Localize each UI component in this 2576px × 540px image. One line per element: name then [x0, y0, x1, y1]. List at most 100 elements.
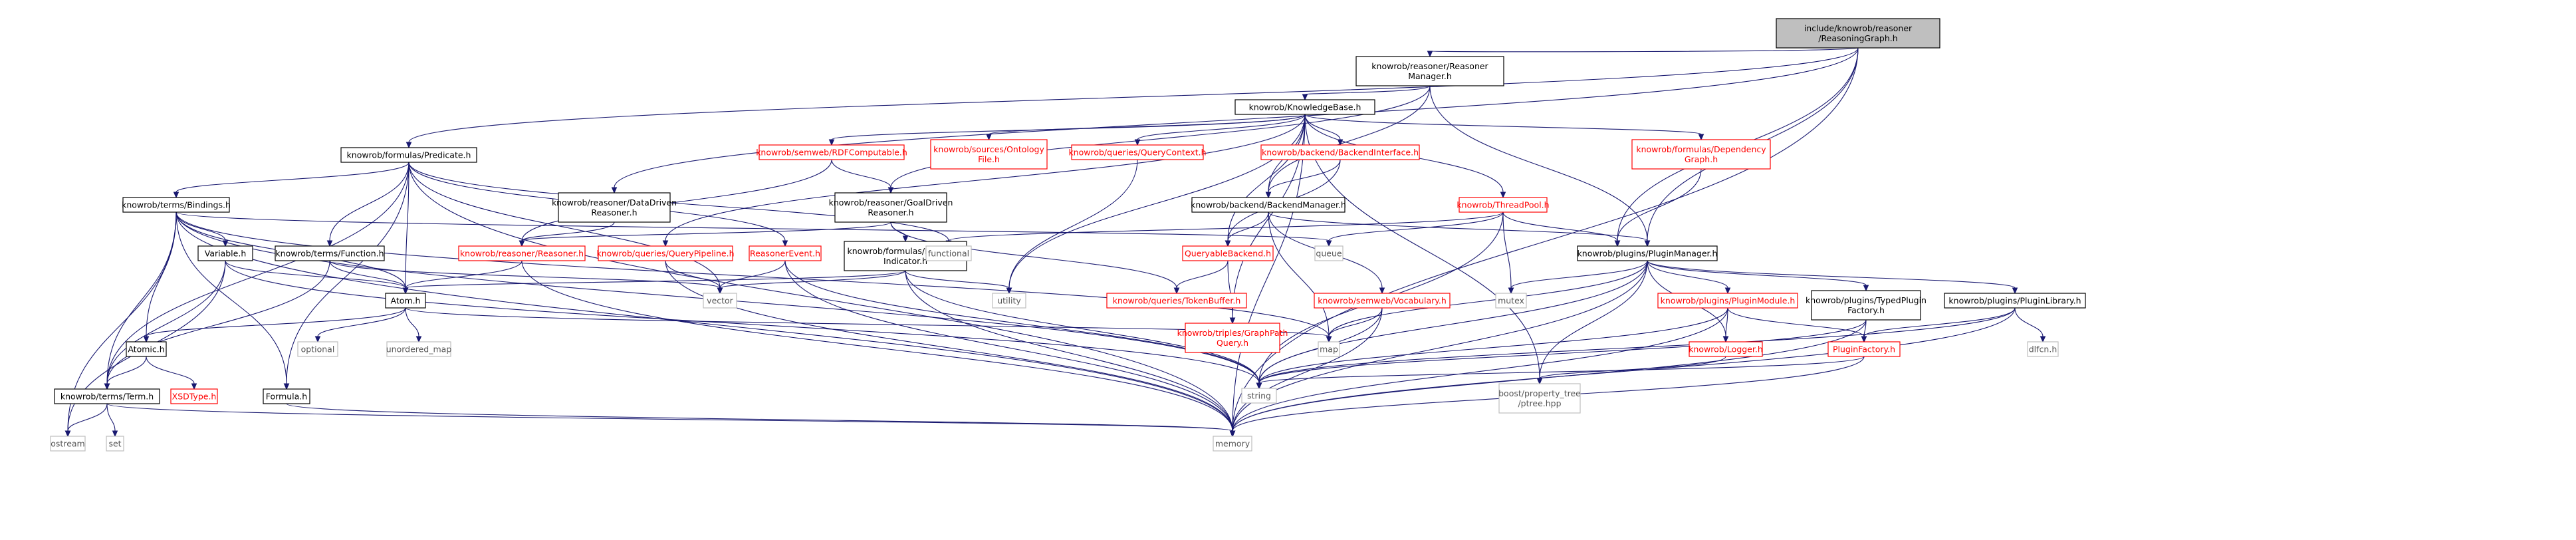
edge-bm-to-pm: [1268, 211, 1651, 247]
node-atomic[interactable]: Atomic.h: [126, 341, 167, 357]
edge-root-to-rm: [1427, 47, 1859, 58]
node-formula[interactable]: Formula.h: [263, 388, 310, 404]
node-label: knowrob/plugins/PluginManager.h: [1578, 249, 1718, 259]
edge-tp-to-functional: [945, 211, 1504, 247]
node-label: knowrob/reasoner/Reasoner.h: [460, 249, 584, 259]
node-box: [930, 139, 1048, 170]
node-qb[interactable]: QueryableBackend.h: [1182, 245, 1274, 261]
node-label: knowrob/semweb/Vocabulary.h: [1318, 296, 1447, 306]
edge-rev-to-memory: [784, 260, 1236, 438]
node-label: Reasoner.h: [868, 207, 913, 217]
edge-func-to-vector: [329, 260, 723, 295]
node-label: functional: [928, 249, 969, 259]
node-box: [297, 341, 338, 357]
edge-vocab-to-map: [1326, 307, 1383, 343]
node-tb[interactable]: knowrob/queries/TokenBuffer.h: [1106, 293, 1247, 309]
node-label: Factory.h: [1847, 305, 1885, 315]
node-root[interactable]: include/knowrob/reasoner/ReasoningGraph.…: [1776, 18, 1940, 49]
edge-pm-to-tpf: [1647, 260, 1869, 292]
node-box: [558, 192, 671, 223]
node-tp[interactable]: knowrob/ThreadPool.h: [1457, 197, 1550, 213]
edge-kb-to-qctx: [1134, 114, 1306, 146]
edge-qb-to-tb: [1173, 260, 1229, 295]
node-memory: memory: [1213, 436, 1252, 452]
node-label: knowrob/ThreadPool.h: [1457, 200, 1549, 210]
node-label: knowrob/reasoner/Reasoner: [1371, 61, 1488, 71]
node-label: knowrob/reasoner/GoalDriven: [829, 198, 953, 207]
node-rdf[interactable]: knowrob/semweb/RDFComputable.h: [756, 144, 907, 160]
node-qp[interactable]: knowrob/queries/QueryPipeline.h: [596, 245, 735, 261]
edge-term-to-ostream: [64, 403, 108, 438]
edge-pred-to-atom: [402, 162, 410, 295]
node-dlfcn: dlfcn.h: [2027, 341, 2059, 357]
node-label: knowrob/backend/BackendManager.h: [1191, 200, 1346, 210]
node-term[interactable]: knowrob/terms/Term.h: [54, 388, 160, 404]
node-box: [1191, 197, 1346, 213]
node-qctx[interactable]: knowrob/queries/QueryContext.h: [1068, 144, 1207, 160]
node-label: set: [108, 439, 121, 449]
node-pmod[interactable]: knowrob/plugins/PluginModule.h: [1657, 293, 1798, 309]
node-utility: utility: [992, 293, 1026, 309]
node-box: [1106, 293, 1247, 309]
node-rev[interactable]: ReasonerEvent.h: [749, 245, 822, 261]
node-plib[interactable]: knowrob/plugins/PluginLibrary.h: [1944, 293, 2086, 309]
edge-bind-to-queue: [176, 211, 1332, 247]
edge-bif-to-bm: [1265, 159, 1341, 199]
node-label: knowrob/backend/BackendInterface.h: [1262, 148, 1419, 158]
node-pm[interactable]: knowrob/plugins/PluginManager.h: [1577, 245, 1718, 261]
edge-tpf-to-memory: [1229, 319, 1867, 438]
edge-rm-to-kb: [1302, 85, 1431, 101]
node-pred[interactable]: knowrob/formulas/Predicate.h: [340, 147, 477, 163]
edge-dep-to-list: [1614, 168, 1702, 247]
node-label: /ptree.hpp: [1518, 398, 1561, 408]
node-label: knowrob/queries/QueryPipeline.h: [596, 249, 734, 259]
node-label: knowrob/triples/GraphPath: [1177, 328, 1288, 338]
node-vocab[interactable]: knowrob/semweb/Vocabulary.h: [1314, 293, 1451, 309]
node-func[interactable]: knowrob/terms/Function.h: [275, 245, 385, 261]
edge-atom-to-umap: [405, 307, 422, 343]
node-xsd[interactable]: XSDType.h: [170, 388, 218, 404]
node-pfac[interactable]: PluginFactory.h: [1827, 341, 1901, 357]
node-bm[interactable]: knowrob/backend/BackendManager.h: [1191, 197, 1346, 213]
node-label: Atomic.h: [128, 344, 164, 354]
node-var[interactable]: Variable.h: [197, 245, 253, 261]
edge-func-to-term: [104, 260, 330, 390]
node-atom[interactable]: Atom.h: [385, 293, 426, 309]
node-ptree: boost/property_tree/ptree.hpp: [1498, 383, 1581, 414]
node-box: [1631, 139, 1771, 170]
edge-qb-to-gpq: [1227, 260, 1236, 325]
node-label: Indicator.h: [883, 256, 927, 266]
node-label: vector: [707, 296, 734, 306]
node-box: [1213, 436, 1252, 452]
edge-rdf-to-gdr: [831, 159, 894, 194]
node-label: optional: [301, 344, 335, 354]
node-bind[interactable]: knowrob/terms/Bindings.h: [122, 197, 231, 213]
node-label: queue: [1316, 249, 1342, 259]
node-box: [275, 245, 385, 261]
node-bif[interactable]: knowrob/backend/BackendInterface.h: [1260, 144, 1420, 160]
node-box: [197, 245, 253, 261]
node-label: File.h: [978, 154, 1000, 164]
node-box: [1495, 293, 1527, 309]
node-reas[interactable]: knowrob/reasoner/Reasoner.h: [458, 245, 586, 261]
edge-reas-to-memory: [521, 260, 1236, 438]
node-logger[interactable]: knowrob/Logger.h: [1689, 341, 1763, 357]
node-label: include/knowrob/reasoner: [1804, 23, 1913, 33]
node-label: Graph.h: [1685, 154, 1718, 164]
node-kb[interactable]: knowrob/KnowledgeBase.h: [1234, 99, 1375, 115]
node-label: XSDType.h: [172, 392, 217, 402]
node-box: [925, 245, 972, 261]
node-label: knowrob/terms/Function.h: [275, 249, 384, 259]
edge-bm-to-map: [1268, 211, 1332, 343]
node-box: [1314, 245, 1344, 261]
edge-bind-to-formula: [176, 211, 290, 390]
node-box: [1071, 144, 1204, 160]
